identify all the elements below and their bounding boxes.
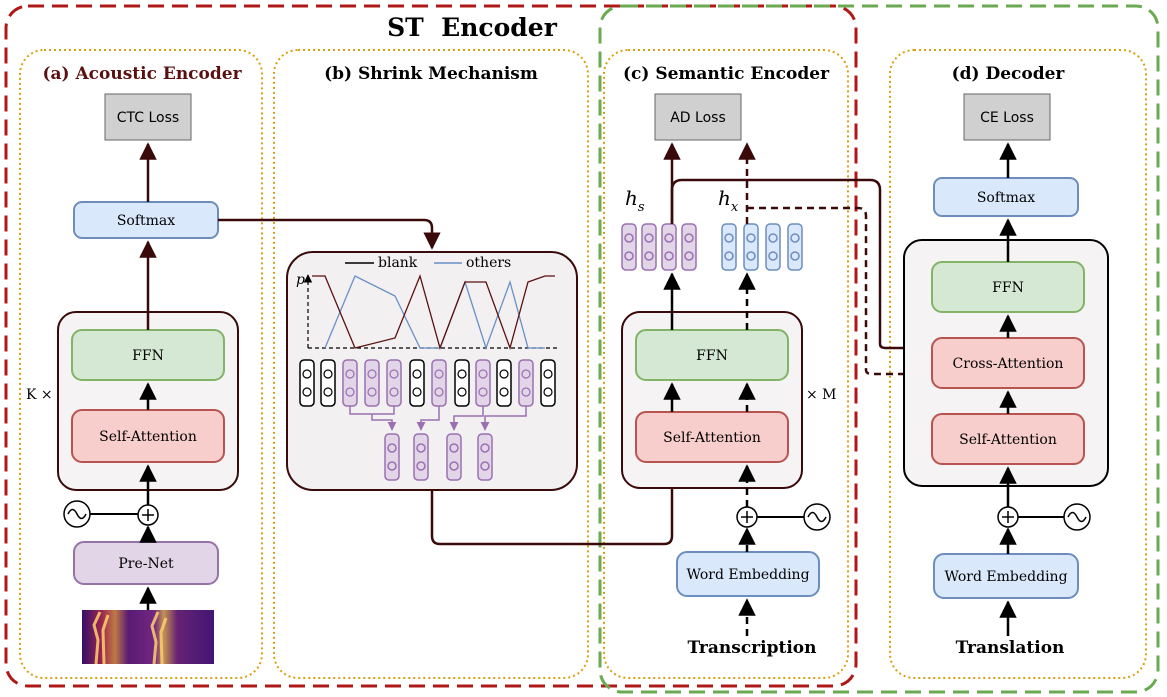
decoder-header: (d) Decoder <box>952 64 1066 84</box>
ce-loss-label: CE Loss <box>980 110 1034 126</box>
decoder-word-embedding-box <box>933 553 1079 599</box>
ad-loss-label: AD Loss <box>670 110 726 126</box>
semantic-self-attention-box <box>635 411 789 463</box>
p-axis-label: p <box>296 272 305 288</box>
decoder-ffn-label: FFN <box>992 280 1024 296</box>
prenet-label: Pre-Net <box>118 556 174 572</box>
acoustic-ffn-label: FFN <box>132 348 164 364</box>
semantic-decoder-frame <box>598 4 1160 694</box>
transcription-label: Transcription <box>688 638 817 658</box>
hs-vectors <box>621 223 697 271</box>
semantic-header: (c) Semantic Encoder <box>623 64 830 84</box>
frame-vectors <box>299 359 556 407</box>
shrink-header: (b) Shrink Mechanism <box>324 64 538 84</box>
semantic-self-attention-label: Self-Attention <box>663 430 761 446</box>
st-encoder-frame <box>4 4 858 688</box>
legend-blank: blank <box>378 255 418 271</box>
hx-label: hx <box>718 186 739 215</box>
decoder-word-embedding-label: Word Embedding <box>944 569 1067 585</box>
decoder-softmax-box <box>933 177 1079 217</box>
ce-loss-box <box>963 93 1051 141</box>
decoder-self-attention-label: Self-Attention <box>959 432 1057 448</box>
merge-connectors <box>349 406 527 431</box>
blank-curve <box>312 273 555 351</box>
decoder-section <box>889 49 1147 679</box>
acoustic-repeat-label: K × <box>26 387 53 403</box>
translation-label: Translation <box>956 638 1065 658</box>
ctc-loss-box <box>104 93 192 141</box>
ctc-loss-label: CTC Loss <box>117 110 179 126</box>
semantic-ffn-label: FFN <box>696 348 728 364</box>
cross-attention-label: Cross-Attention <box>953 356 1064 372</box>
acoustic-section <box>19 49 263 679</box>
shrunk-vectors <box>384 433 493 481</box>
hx-vectors <box>721 223 803 271</box>
decoder-softmax-label: Softmax <box>977 190 1035 206</box>
legend-others: others <box>466 255 511 271</box>
acoustic-self-attention-label: Self-Attention <box>99 429 197 445</box>
acoustic-softmax-label: Softmax <box>117 213 175 229</box>
semantic-ffn-box <box>635 329 789 381</box>
ad-loss-box <box>654 93 742 141</box>
semantic-word-embedding-label: Word Embedding <box>686 567 809 583</box>
st-encoder-title: ST Encoder <box>387 13 558 42</box>
semantic-repeat-label: × M <box>806 387 837 403</box>
acoustic-header: (a) Acoustic Encoder <box>42 64 242 84</box>
spectrogram-image <box>82 610 214 665</box>
hs-label: hs <box>625 186 645 215</box>
